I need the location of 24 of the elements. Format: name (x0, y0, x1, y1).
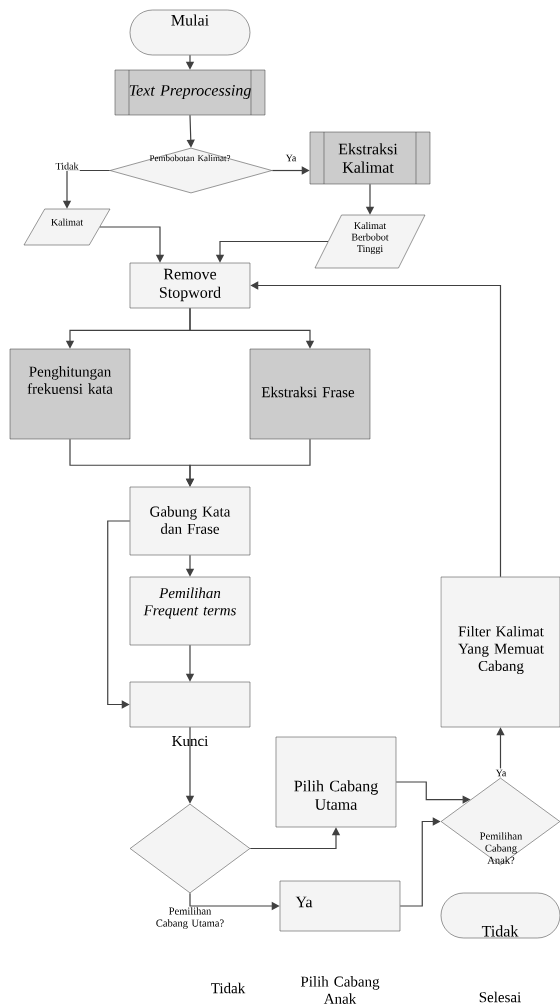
end-terminator: Tidak (440, 892, 560, 939)
text-label: Pilih Cabang Anak (300, 976, 380, 1004)
process-box: Pemilihan Frequent terms (129, 576, 251, 646)
process-box: Pilih Cabang Utama (275, 736, 397, 828)
node-label: Pemilihan Cabang Utama? (156, 907, 224, 929)
edge-label: Tidak (54, 161, 80, 171)
text-label: Tidak (211, 982, 246, 994)
edge-label: Ya (494, 768, 508, 778)
subprocess-box: Text Preprocessing (114, 69, 266, 116)
subprocess-box: Ekstraksi Kalimat (309, 131, 431, 185)
process-box: Ya (279, 880, 401, 932)
arrow (107, 520, 131, 709)
data-parallelogram: Kalimat (23, 208, 111, 246)
process-box: Gabung Kata dan Frase (129, 486, 251, 556)
process-box: Penghitungan frekuensi kata (9, 348, 131, 440)
process-box: Filter Kalimat Yang Memuat Cabang (440, 576, 560, 728)
node-label: Kunci (172, 735, 209, 747)
edge-label: Ya (284, 153, 298, 163)
process-box: Remove Stopword (129, 262, 251, 309)
text-label: Selesai (479, 991, 521, 1003)
data-parallelogram: Kalimat Berbobot Tinggi (314, 214, 426, 269)
start-terminator: Mulai (129, 9, 251, 56)
process-box: Kunci (129, 681, 251, 747)
process-box: Ekstraksi Frase (249, 348, 371, 440)
